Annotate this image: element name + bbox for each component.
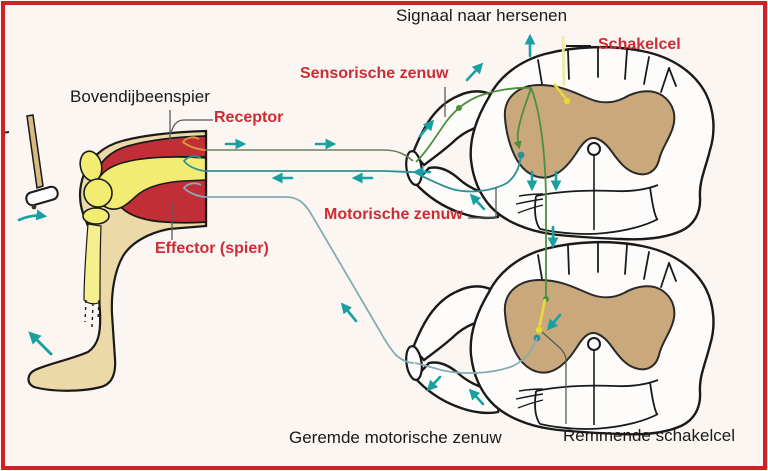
inhibitory-interneuron-pointer <box>541 331 567 424</box>
tibia-head <box>82 207 110 225</box>
receptor-ending <box>181 136 206 151</box>
ventral-root-arrow <box>469 193 486 211</box>
label-thigh-muscle: Bovendijbeenspier <box>70 87 210 106</box>
reflex-hammer <box>25 114 59 210</box>
tibia-fade-dashes <box>84 299 100 329</box>
hammer-knob <box>31 204 37 210</box>
inhibited-exit-arrow-1 <box>426 375 442 392</box>
label-effector: Effector (spier) <box>155 240 269 257</box>
label-signal-to-brain: Signaal naar hersenen <box>396 6 568 25</box>
interneuron-pointer-line <box>561 35 566 87</box>
dorsal-root-arrow-2 <box>465 62 484 82</box>
sensory-nerve-line <box>181 136 414 162</box>
label-motor-nerve: Motorische zenuw <box>324 206 463 223</box>
direction-arrows <box>17 33 562 406</box>
inhibited-motor-nerve-line <box>182 182 415 364</box>
label-inhibitory-interneuron: Remmende schakelcel <box>563 426 735 445</box>
hammer-handle <box>26 114 44 189</box>
inhibitory-interneuron-cell <box>537 298 547 329</box>
label-interneuron: Schakelcel <box>598 36 681 53</box>
inhibited-path-arrow <box>340 302 358 323</box>
motor-nerve-line <box>182 155 415 173</box>
inhibited-ending <box>182 182 206 198</box>
top-cord-neurons <box>413 83 571 197</box>
inhibited-exit-arrow-2 <box>468 388 485 406</box>
bottom-cord-neurons <box>414 298 547 374</box>
dorsal-root-arrow-1 <box>418 119 435 138</box>
hammer-head <box>25 185 59 207</box>
inhibit-synapse-arrow <box>546 313 562 331</box>
motor-pointer <box>468 187 497 219</box>
hammer-strike-arrow <box>17 209 48 222</box>
leg-illustration <box>27 129 208 392</box>
motor-ending <box>182 155 206 172</box>
receptor-pointer <box>170 119 213 134</box>
tibia-shaft <box>83 223 102 305</box>
label-receptor: Receptor <box>214 109 284 126</box>
border-tick <box>0 131 10 134</box>
label-sensory-nerve: Sensorische zenuw <box>300 65 449 82</box>
femur-condyle <box>83 178 113 208</box>
ganglion-cell-body <box>456 105 462 111</box>
leg-kick-arrow <box>28 331 53 356</box>
label-pointer-lines <box>169 45 591 424</box>
label-inhibited-motor-nerve: Geremde motorische zenuw <box>289 428 502 447</box>
